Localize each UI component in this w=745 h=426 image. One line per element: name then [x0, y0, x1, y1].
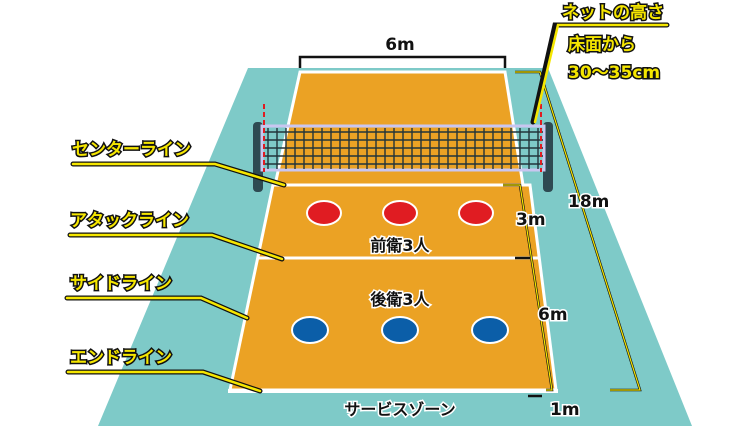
net	[253, 104, 553, 192]
back-zone-label: 6m	[538, 305, 568, 325]
front-player	[306, 200, 342, 226]
net-height-line2: 30〜35cm	[568, 63, 660, 83]
side-line-label: サイドライン	[70, 274, 172, 294]
service-zone-depth-label: 1m	[550, 400, 580, 420]
front-players	[306, 200, 494, 226]
back-players	[291, 316, 509, 344]
back-player	[471, 316, 509, 344]
front-player	[458, 200, 494, 226]
back-player	[381, 316, 419, 344]
service-zone-label: サービスゾーン	[344, 400, 455, 419]
front-row-label: 前衛3人	[370, 236, 430, 255]
net-height-line1: 床面から	[568, 34, 636, 55]
front-zone-label: 3m	[516, 210, 546, 230]
net-height-title: ネットの高さ	[562, 2, 664, 23]
leader-lines	[64, 22, 670, 394]
back-row-label: 後衛3人	[370, 290, 430, 309]
end-line-label: エンドライン	[70, 348, 172, 368]
far-court	[273, 70, 525, 187]
back-player	[291, 316, 329, 344]
center-line-label: センターライン	[72, 140, 191, 160]
front-player	[382, 200, 418, 226]
attack-line-label: アタックライン	[70, 211, 189, 231]
court-width-label: 6m	[385, 35, 415, 55]
court-length-label: 18m	[568, 192, 609, 212]
